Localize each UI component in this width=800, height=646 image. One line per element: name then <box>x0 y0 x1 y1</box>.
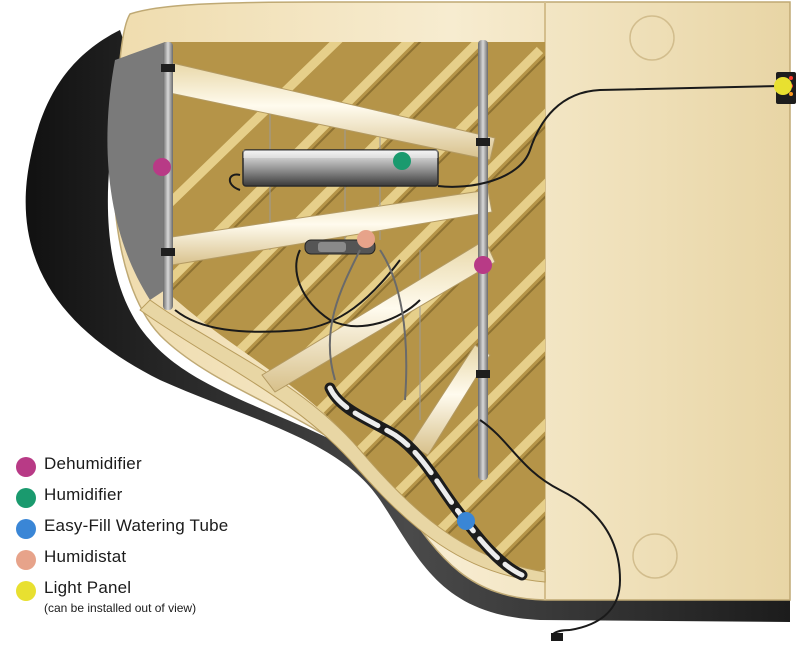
legend-item-humidistat: Humidistat <box>14 545 314 576</box>
legend-label: Easy-Fill Watering Tube <box>44 516 229 535</box>
lid-caster-top <box>629 15 675 61</box>
dehumidifier-rod-left <box>163 42 173 310</box>
legend-item-watering-tube: Easy-Fill Watering Tube <box>14 514 314 545</box>
humidifier-unit <box>242 149 439 187</box>
legend-note: (can be installed out of view) <box>44 601 197 615</box>
legend: Dehumidifier Humidifier Easy-Fill Wateri… <box>14 452 314 615</box>
legend-item-dehumidifier: Dehumidifier <box>14 452 314 483</box>
humidistat-dot-icon <box>16 550 36 570</box>
dehumidifier-dot-icon <box>16 457 36 477</box>
light-panel-marker <box>774 77 792 95</box>
humidifier-marker <box>393 152 411 170</box>
cavity-shadow-wall <box>107 42 165 300</box>
legend-label: Light Panel <box>44 578 132 597</box>
watering-tube-dot-icon <box>16 519 36 539</box>
legend-label: Dehumidifier <box>44 454 142 473</box>
watering-tube-marker <box>457 512 475 530</box>
inner-rim-ledge <box>139 299 546 583</box>
dehumidifier-marker-left <box>153 158 171 176</box>
light-panel-dot-icon <box>16 581 36 601</box>
legend-label: Humidistat <box>44 547 127 566</box>
humidistat-marker <box>357 230 375 248</box>
lid-caster-bottom <box>632 533 678 579</box>
legend-item-humidifier: Humidifier <box>14 483 314 514</box>
power-cables <box>174 85 781 631</box>
legend-label: Humidifier <box>44 485 123 504</box>
dehumidifier-marker-right <box>474 256 492 274</box>
braces <box>164 61 496 456</box>
legend-item-light-panel: Light Panel (can be installed out of vie… <box>14 576 314 615</box>
humidifier-dot-icon <box>16 488 36 508</box>
power-plug <box>551 629 571 641</box>
piano-rim <box>25 30 791 622</box>
